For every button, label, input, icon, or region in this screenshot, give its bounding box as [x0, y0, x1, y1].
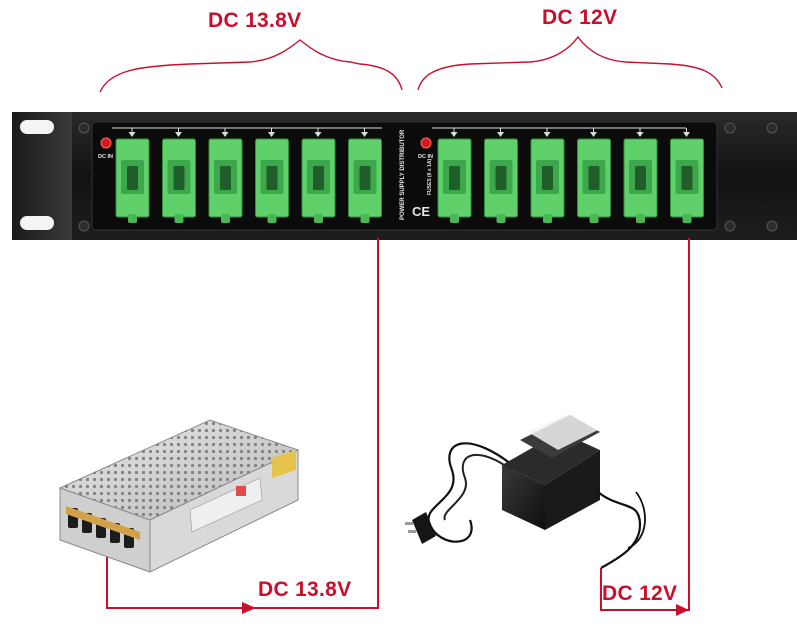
- top-left-voltage-label: DC 13.8V: [208, 9, 302, 32]
- left-terminal-5: [301, 128, 336, 223]
- left-terminal-4: [255, 128, 289, 223]
- right-group-brace: [417, 35, 723, 91]
- right-terminal-5: [623, 128, 658, 223]
- right-terminal-3: [530, 128, 565, 223]
- fuses-rating-text: FUSES (6 x 1A): [427, 159, 433, 195]
- rack-mount-slot-top: [20, 120, 54, 134]
- left-group-brace: [99, 39, 403, 93]
- left-terminal-2: [162, 128, 196, 223]
- ac-adapter-transformer-icon: [405, 414, 646, 569]
- wire-13v8-arrow: [242, 602, 256, 614]
- left-terminal-group: [115, 128, 382, 223]
- right-terminal-6: [670, 128, 704, 223]
- wire-12v-arrow: [676, 604, 689, 616]
- panel-title: POWER SUPPLY DISTRIBUTOR: [400, 129, 406, 220]
- rack-mount-slot-bottom: [20, 216, 54, 230]
- right-terminal-4: [577, 128, 611, 223]
- right-dc-in-led: [420, 137, 432, 149]
- right-terminal-1: [437, 128, 472, 223]
- bottom-right-voltage-label: DC 12V: [602, 582, 678, 605]
- wire-12v: [600, 238, 690, 611]
- switching-power-supply-icon: [58, 419, 300, 573]
- left-dc-in-led: [100, 137, 112, 149]
- right-dc-in-label: DC IN: [418, 154, 433, 160]
- rack-panel: POWER SUPPLY DISTRIBUTOR FUSES (6 x 1A) …: [12, 112, 797, 240]
- bottom-left-voltage-label: DC 13.8V: [258, 578, 352, 601]
- left-terminal-6: [348, 128, 382, 223]
- ce-mark: CE: [412, 204, 430, 219]
- right-terminal-2: [484, 128, 518, 223]
- panel-screws: [78, 122, 778, 232]
- left-terminal-3: [208, 128, 243, 223]
- left-dc-in-label: DC IN: [98, 154, 113, 160]
- right-terminal-group: [437, 128, 704, 223]
- left-terminal-1: [115, 128, 150, 223]
- top-right-voltage-label: DC 12V: [542, 6, 618, 29]
